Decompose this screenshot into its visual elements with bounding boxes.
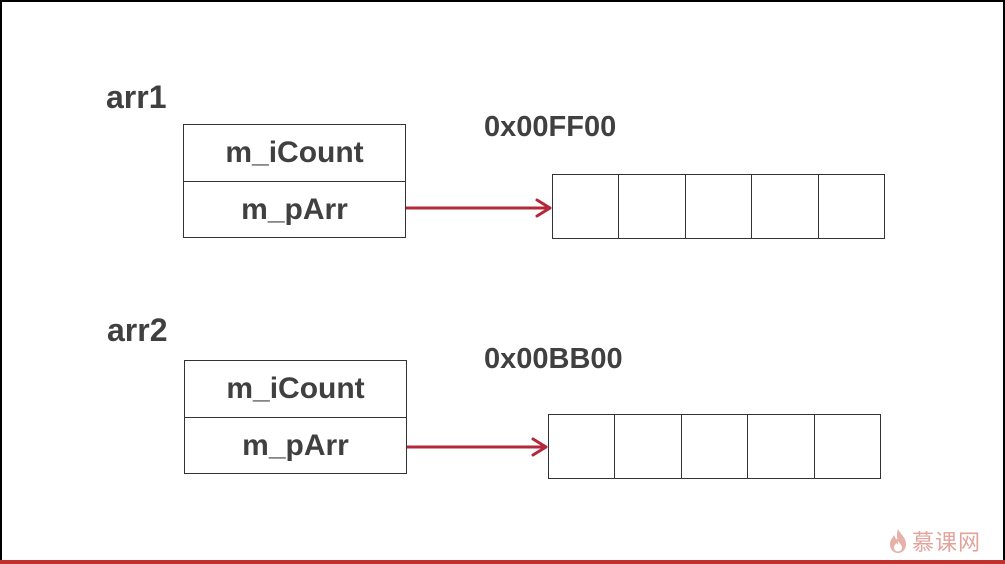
array-cell [680, 415, 747, 478]
field-m-icount: m_iCount [225, 136, 364, 169]
field-m-icount: m_iCount [226, 372, 365, 405]
pointer-arrow-arr2-head [531, 437, 548, 457]
array-cell [747, 415, 813, 478]
field-m-parr: m_pArr [184, 181, 405, 237]
heap-array-arr1 [552, 174, 885, 239]
memory-address-arr1: 0x00FF00 [484, 111, 617, 143]
watermark-text: 慕课网 [912, 531, 982, 556]
heap-array-arr2 [548, 414, 881, 479]
array-cell [813, 415, 880, 478]
array-cell [684, 175, 751, 238]
struct-box-arr2: m_iCount m_pArr [184, 360, 407, 474]
accent-bar [0, 560, 1005, 564]
pointer-arrow-arr1-head [535, 198, 552, 218]
object-name-arr1: arr1 [106, 79, 167, 115]
watermark-logo: 慕课网 [888, 525, 981, 557]
struct-box-arr1: m_iCount m_pArr [183, 124, 406, 238]
object-name-arr2: arr2 [107, 312, 168, 348]
array-cell [751, 175, 817, 238]
field-m-parr: m_pArr [185, 417, 406, 473]
array-cell [614, 415, 680, 478]
array-cell [618, 175, 684, 238]
array-cell [817, 175, 884, 238]
flame-icon [890, 529, 906, 553]
memory-address-arr2: 0x00BB00 [484, 343, 623, 375]
